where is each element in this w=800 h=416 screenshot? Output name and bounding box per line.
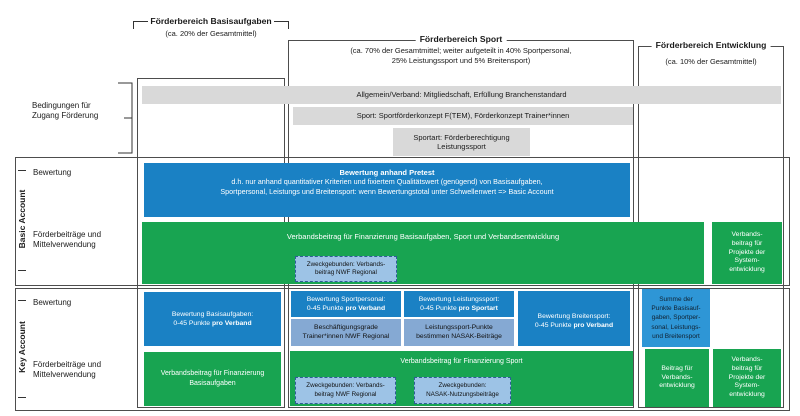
bewertung-breitensport-points: 0-45 Punkte pro Verband <box>535 321 613 330</box>
key-account-tick-top <box>18 300 26 301</box>
header-entwicklung-subtitle: (ca. 10% der Gesamtmittel) <box>665 57 757 66</box>
conditions-label: Bedingungen für Zugang Förderung <box>32 101 99 121</box>
key-zweckgebunden-nasak-box: Zweckgebunden: NASAK-Nutzungsbeiträge <box>414 377 511 404</box>
header-basisaufgaben: Förderbereich Basisaufgaben (ca. 20% der… <box>133 16 289 39</box>
pretest-box: Bewertung anhand Pretest d.h. nur anhand… <box>144 163 630 217</box>
bewertung-leistungssport-title: Bewertung Leistungssport: <box>418 295 500 303</box>
bewertung-leistungssport-points: 0-45 Punkte pro Sportart <box>420 304 498 313</box>
key-summe-punkte-box: Summe der Punkte Basisauf- gaben, Sportp… <box>642 289 710 347</box>
basic-row-foerder-label: Förderbeiträge und Mittelverwendung <box>33 230 102 250</box>
bewertung-sportpersonal-title: Bewertung Sportpersonal: <box>306 295 386 303</box>
key-systementwicklung-box: Verbands- beitrag für Projekte der Syste… <box>713 349 781 407</box>
header-basisaufgaben-bracket: Förderbereich Basisaufgaben <box>133 16 289 29</box>
basic-row-bewertung-label: Bewertung <box>33 168 72 177</box>
points-text: 0-45 Punkte <box>306 305 344 312</box>
header-entwicklung-title: Förderbereich Entwicklung <box>651 40 771 50</box>
points-text: 0-45 Punkte <box>420 305 457 312</box>
pretest-body: d.h. nur anhand quantitativer Kriterien … <box>220 177 554 197</box>
points-text: 0-45 Punkte <box>534 322 572 329</box>
basic-verbandsbeitrag-text: Verbandsbeitrag für Finanzierung Basisau… <box>286 232 560 241</box>
key-beitrag-verbandsentwicklung-box: Beitrag für Verbands- entwicklung <box>645 349 709 407</box>
key-bewertung-leistungssport-box: Bewertung Leistungssport: 0-45 Punkte pr… <box>404 291 514 317</box>
points-text: 0-45 Punkte <box>173 320 211 327</box>
points-bold: pro Verband <box>345 305 386 312</box>
bewertung-sportpersonal-points: 0-45 Punkte pro Verband <box>307 304 385 313</box>
key-nasak-punkte-box: Leistungssport-Punkte bestimmen NASAK-Be… <box>404 319 514 346</box>
header-basisaufgaben-subtitle: (ca. 20% der Gesamtmittel) <box>165 29 257 38</box>
key-row-foerder-label: Förderbeiträge und Mittelverwendung <box>33 360 102 380</box>
key-finanzierung-sport-text: Verbandsbeitrag für Finanzierung Sport <box>400 358 523 365</box>
bewertung-basisaufgaben-points: 0-45 Punkte pro Verband <box>173 319 251 328</box>
key-bewertung-basisaufgaben-box: Bewertung Basisaufgaben: 0-45 Punkte pro… <box>144 292 281 346</box>
header-sport-subtitle: (ca. 70% der Gesamtmittel; weiter aufget… <box>350 46 572 65</box>
bracket-tick-right <box>273 21 289 29</box>
key-beschaeftigungsgrade-box: Beschäftigungsgrade Trainer*innen NWF Re… <box>291 319 401 346</box>
bewertung-basisaufgaben-title: Bewertung Basisaufgaben: <box>171 310 254 318</box>
header-basisaufgaben-title: Förderbereich Basisaufgaben <box>150 16 272 26</box>
pretest-title: Bewertung anhand Pretest <box>339 168 435 177</box>
basic-account-section-frame <box>15 157 790 286</box>
key-row-bewertung-label: Bewertung <box>33 298 72 307</box>
bar-allgemein-verband: Allgemein/Verband: Mitgliedschaft, Erfül… <box>142 86 781 104</box>
key-finanzierung-basisaufgaben-box: Verbandsbeitrag für Finanzierung Basisau… <box>144 352 281 406</box>
points-bold: pro Sportart <box>458 305 498 312</box>
bewertung-breitensport-title: Bewertung Breitensport: <box>537 312 611 320</box>
key-bewertung-breitensport-box: Bewertung Breitensport: 0-45 Punkte pro … <box>518 291 630 346</box>
basic-verbandsbeitrag-box: Verbandsbeitrag für Finanzierung Basisau… <box>142 222 704 284</box>
basic-account-tick-bottom <box>18 270 26 271</box>
key-zweckgebunden-nwf-box: Zweckgebunden: Verbands- beitrag NWF Reg… <box>295 377 396 404</box>
key-account-tick-bottom <box>18 397 26 398</box>
key-bewertung-sportpersonal-box: Bewertung Sportpersonal: 0-45 Punkte pro… <box>291 291 401 317</box>
bracket-tick-left <box>133 21 149 29</box>
bar-sport: Sport: Sportförderkonzept F(TEM), Förder… <box>293 107 633 125</box>
conditions-bracket <box>118 82 133 154</box>
basic-zweckgebunden-nwf-box: Zweckgebunden: Verbands- beitrag NWF Reg… <box>295 256 397 282</box>
key-account-section-frame <box>15 288 790 411</box>
basic-account-tick-top <box>18 170 26 171</box>
bar-sportart: Sportart: Förderberechtigung Leistungssp… <box>393 128 530 156</box>
points-bold: pro Verband <box>573 322 614 329</box>
basic-systementwicklung-box: Verbands- beitrag für Projekte der Syste… <box>712 222 782 284</box>
key-account-label: Key Account <box>17 321 27 373</box>
basic-account-label: Basic Account <box>17 189 27 249</box>
header-sport-title: Förderbereich Sport <box>415 34 507 44</box>
points-bold: pro Verband <box>211 320 252 327</box>
